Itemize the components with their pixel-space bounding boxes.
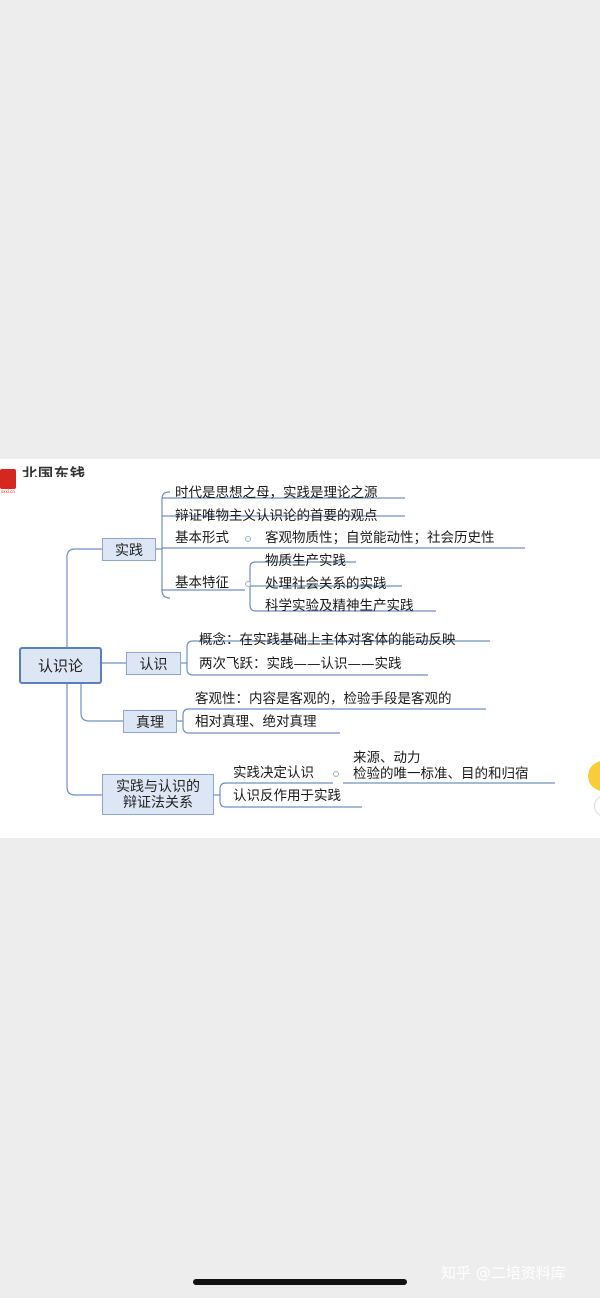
reaction-leaf: 认识反作用于实践 [233,788,341,804]
renshi-leaf-2: 两次飞跃：实践——认识——实践 [199,656,402,672]
decorative-circle [588,761,600,791]
connector-dot [245,536,251,542]
renshi-leaf-1: 概念：在实践基础上主体对客体的能动反映 [199,632,456,648]
shijian-leaf-2: 辩证唯物主义认识论的首要的观点 [175,508,378,524]
brand-logo-icon [0,469,16,489]
shijian-leaf-1: 时代是思想之母，实践是理论之源 [175,485,378,501]
decides-item-2: 检验的唯一标准、目的和归宿 [353,766,529,782]
brand-logo-text: 北国东钱 [22,465,87,477]
branch-relation-line1: 实践与认识的 [116,778,200,795]
feature-item-3: 科学实验及精神生产实践 [265,598,414,614]
home-indicator[interactable] [193,1279,407,1285]
branch-shijian: 实践 [102,538,156,561]
branch-relation-line2: 辩证法关系 [123,794,193,811]
zhenli-leaf-1: 客观性：内容是客观的，检验手段是客观的 [195,691,452,707]
feature-item-2: 处理社会关系的实践 [265,576,387,592]
connector-lines [66,491,555,808]
branch-relation: 实践与认识的 辩证法关系 [102,774,214,815]
branch-zhenli: 真理 [123,710,177,733]
connector-dot [333,771,339,777]
root-node: 认识论 [19,647,102,684]
zhenli-leaf-2: 相对真理、绝对真理 [195,714,317,730]
brand-logo-sub: sxxl.cn [1,489,15,494]
connector-dot [245,581,251,587]
decides-item-1: 来源、动力 [353,750,421,766]
basic-form-label: 基本形式 [175,530,229,546]
branch-renshi: 认识 [126,652,181,675]
basic-features-label: 基本特征 [175,575,229,591]
feature-item-1: 物质生产实践 [265,553,346,569]
basic-form-value: 客观物质性；自觉能动性；社会历史性 [265,530,495,546]
watermark-text: 知乎 @二培资料库 [441,1264,566,1282]
decides-label: 实践决定认识 [233,765,314,781]
mindmap-panel: sxxl.cn 北国东钱 [0,459,600,838]
